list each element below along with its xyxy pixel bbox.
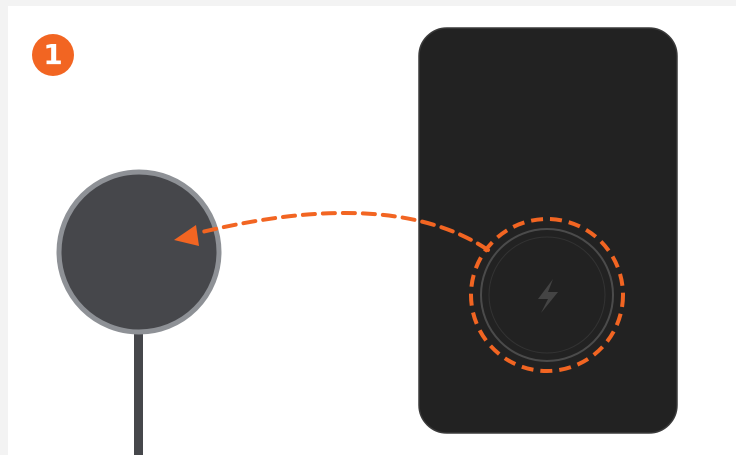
charger-cable	[134, 326, 143, 455]
charging-diagram	[8, 6, 736, 455]
wireless-charger-pad	[59, 172, 219, 332]
illustration-frame: 1	[8, 6, 736, 455]
